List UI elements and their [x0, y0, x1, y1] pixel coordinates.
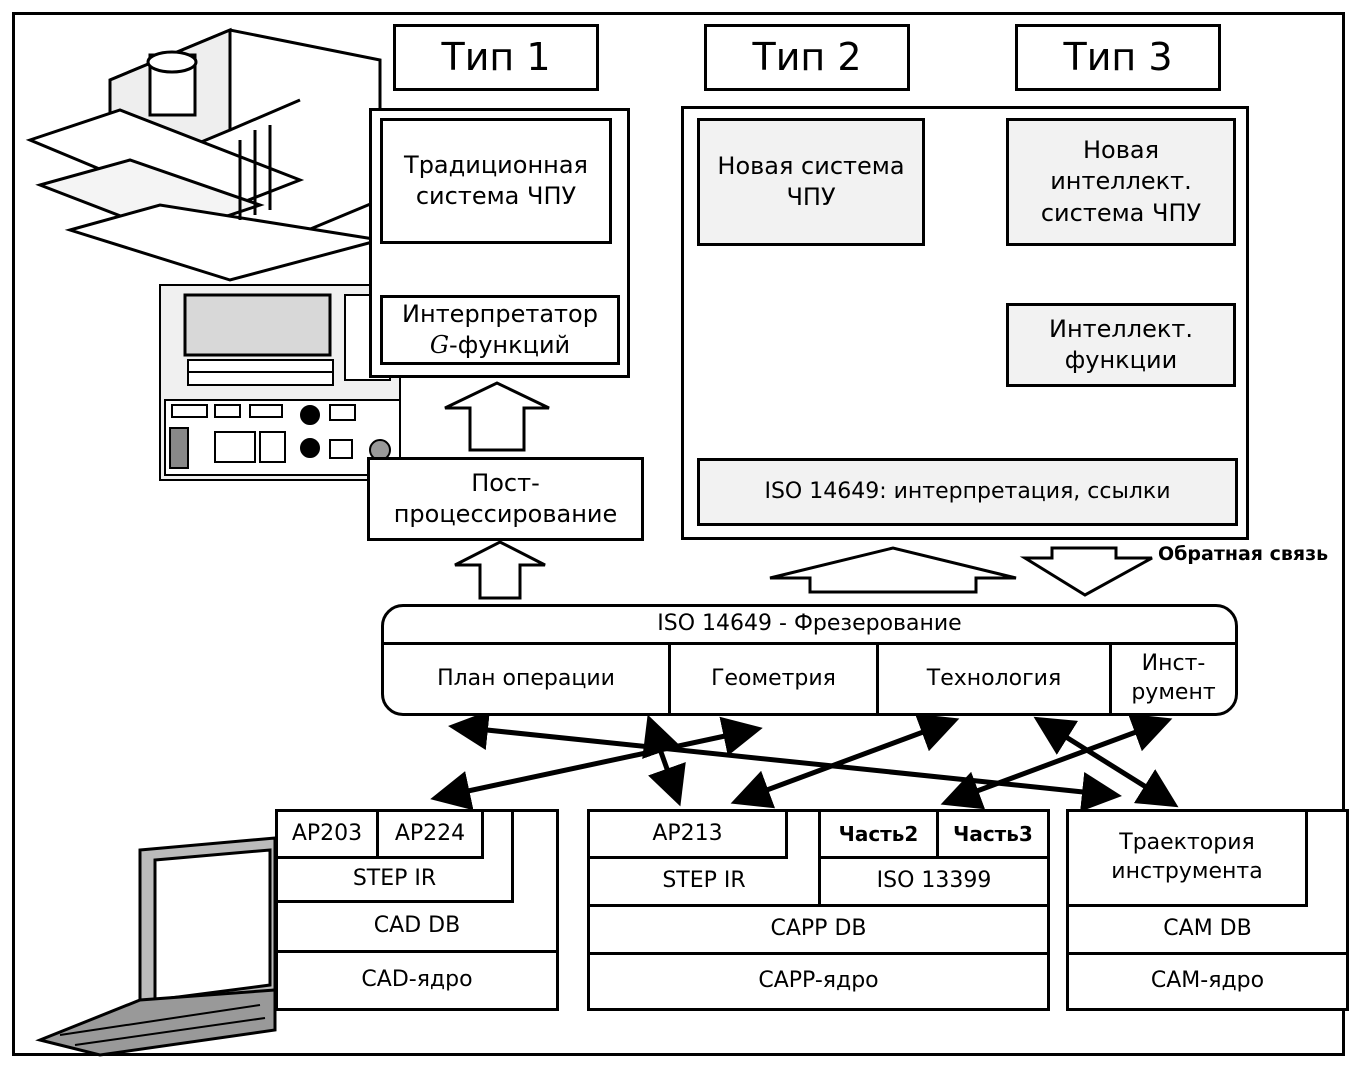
capp-db: CAPP DB: [590, 907, 1047, 955]
milling-col-plan: План операции: [384, 645, 671, 713]
traditional-cnc-box: Традиционная система ЧПУ: [380, 118, 612, 244]
new-cnc-box: Новая система ЧПУ: [697, 118, 925, 246]
diagram-frame: [12, 12, 1345, 1056]
type3-header: Тип 3: [1015, 24, 1221, 91]
capp-core: CAPP-ядро: [758, 968, 879, 994]
ap213-cell: AP213: [590, 812, 788, 859]
arrow-down-feedback: [1019, 546, 1153, 597]
ap213-gap: [788, 812, 821, 859]
link-arrow-3: [642, 714, 686, 807]
cam-stack: Траектория инструмента CAM DB CAM-ядро: [1066, 809, 1349, 1011]
milling-title: ISO 14649 - Фрезерование: [384, 607, 1235, 645]
milling-col-tool: Инст-румент: [1131, 651, 1216, 705]
post-processing-box: Пост-процессирование: [367, 457, 644, 541]
iso-interpretation-box: ISO 14649: интерпретация, ссылки: [697, 458, 1238, 526]
capp-stack: AP213 Часть2 Часть3 STEP IR ISO 13399 CA…: [587, 809, 1050, 1011]
capp-step-ir: STEP IR: [590, 859, 821, 907]
arrow-up-wide: [769, 546, 1017, 594]
arrow-up-milling: [454, 540, 546, 600]
cad-step-gap: [484, 812, 514, 859]
ap224-cell: AP224: [379, 812, 484, 859]
feedback-label: Обратная связь: [1158, 543, 1329, 565]
iso-13399-cell: ISO 13399: [821, 859, 1047, 907]
g-letter: G: [429, 331, 450, 359]
g-interpreter-line1: Интерпретатор: [402, 299, 598, 328]
cad-core: CAD-ядро: [361, 967, 473, 993]
type2-header: Тип 2: [704, 24, 910, 91]
link-arrow-2: [430, 716, 763, 811]
milling-col-technology: Технология: [879, 645, 1112, 713]
cad-step-ir: STEP IR: [278, 859, 514, 903]
type1-header: Тип 1: [393, 24, 599, 91]
milling-box: ISO 14649 - Фрезерование План операции Г…: [381, 604, 1238, 716]
laptop-illustration: [35, 836, 277, 1057]
new-intellect-cnc-box: Новая интеллект. система ЧПУ: [1006, 118, 1236, 246]
toolpath-cell: Траектория инструмента: [1069, 812, 1308, 907]
part3-cell: Часть3: [939, 812, 1047, 859]
cam-core: CAM-ядро: [1150, 968, 1265, 994]
cam-db: CAM DB: [1069, 907, 1346, 955]
g-interpreter-suffix: -функций: [449, 331, 571, 359]
link-arrow-6: [1033, 716, 1179, 808]
arrow-up-post: [444, 381, 550, 452]
control-panel-illustration: [159, 284, 401, 481]
cad-db: CAD DB: [278, 903, 556, 953]
link-arrow-4: [730, 713, 960, 809]
part2-cell: Часть2: [821, 812, 939, 859]
cad-stack: AP203 AP224 STEP IR CAD DB CAD-ядро: [275, 809, 559, 1011]
g-interpreter-box: Интерпретатор G-функций: [380, 295, 620, 365]
ap203-cell: AP203: [278, 812, 379, 859]
cnc-machine-illustration: [25, 27, 382, 282]
milling-col-geometry: Геометрия: [671, 645, 879, 713]
intellect-functions-box: Интеллект. функции: [1006, 303, 1236, 387]
g-interpreter-line2: G-функций: [430, 330, 570, 361]
